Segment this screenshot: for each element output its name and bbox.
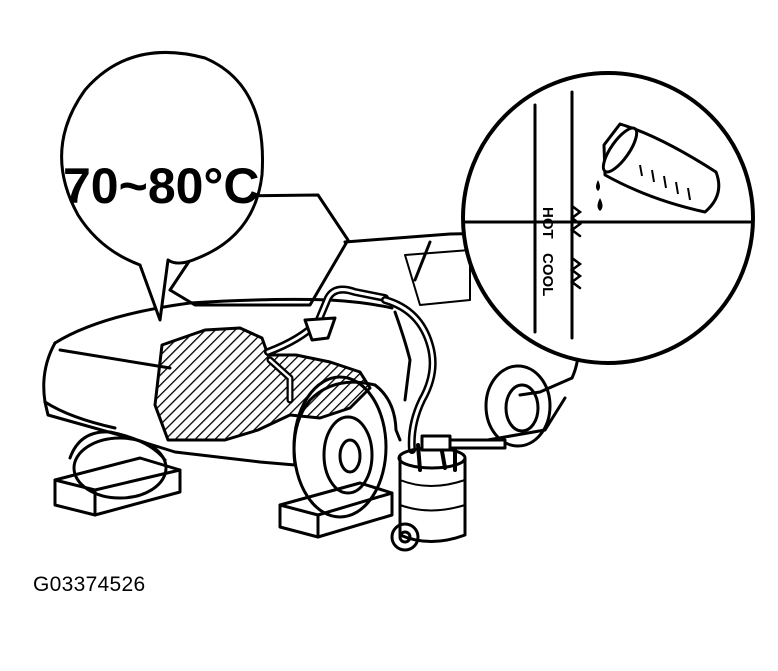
rear-wheel <box>484 364 552 448</box>
raised-hood <box>168 193 350 307</box>
temperature-label: 70~80°C <box>63 158 260 214</box>
vehicle-front-body <box>53 297 394 345</box>
gauge-cool-label: COOL <box>539 253 556 296</box>
temperature-callout: 70~80°C <box>60 51 265 322</box>
detail-inset-coolant-level: HOT COOL <box>461 71 755 365</box>
figure-code: G03374526 <box>33 573 146 596</box>
radiator-filler-neck <box>303 316 337 342</box>
hot-mark-zigzag <box>569 204 583 238</box>
coolant-drops <box>596 180 603 211</box>
wheel-block-right <box>278 481 394 539</box>
engine-block <box>153 326 372 442</box>
wheel-block-left <box>53 456 182 517</box>
coolant-changer-machine <box>390 434 507 552</box>
cool-mark-zigzag <box>569 256 583 290</box>
front-wheel-left <box>72 436 168 500</box>
vehicle <box>42 230 581 519</box>
gauge-hot-label: HOT <box>539 207 556 239</box>
measuring-cup <box>601 122 721 214</box>
machine-wheel <box>390 522 420 552</box>
